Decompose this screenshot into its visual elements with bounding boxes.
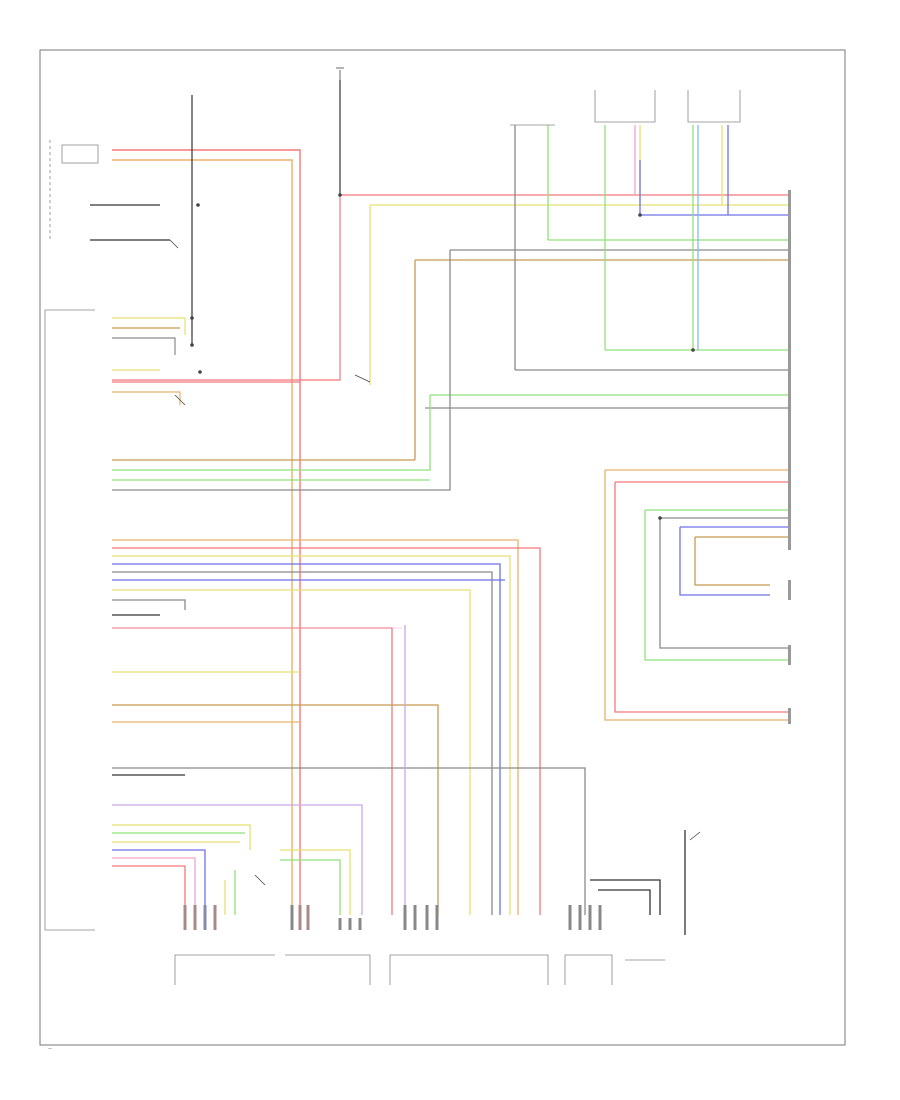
bottom-connector-pins [183,905,602,930]
wire-group-main-bundle [112,539,586,915]
wire-group-right-lower [590,469,790,935]
wire-group-fuse [112,80,341,381]
wire-group-left-upper [90,204,300,405]
wire-group-top-left [112,149,301,915]
footer-label: — [48,1046,52,1051]
diagram-frame [39,49,846,1046]
ground-symbol [336,67,344,80]
splice-points [190,193,695,520]
wire-group-right-bus [340,194,790,460]
wire-group-left-middle [112,250,451,491]
right-terminal-column [788,190,791,724]
switch-symbols [169,239,701,886]
wire-group-lower-left [112,824,351,915]
wire-group-top-modules [514,125,729,370]
top-modules [510,90,741,126]
left-connector-panel [44,140,99,931]
bottom-connectors [174,954,665,985]
